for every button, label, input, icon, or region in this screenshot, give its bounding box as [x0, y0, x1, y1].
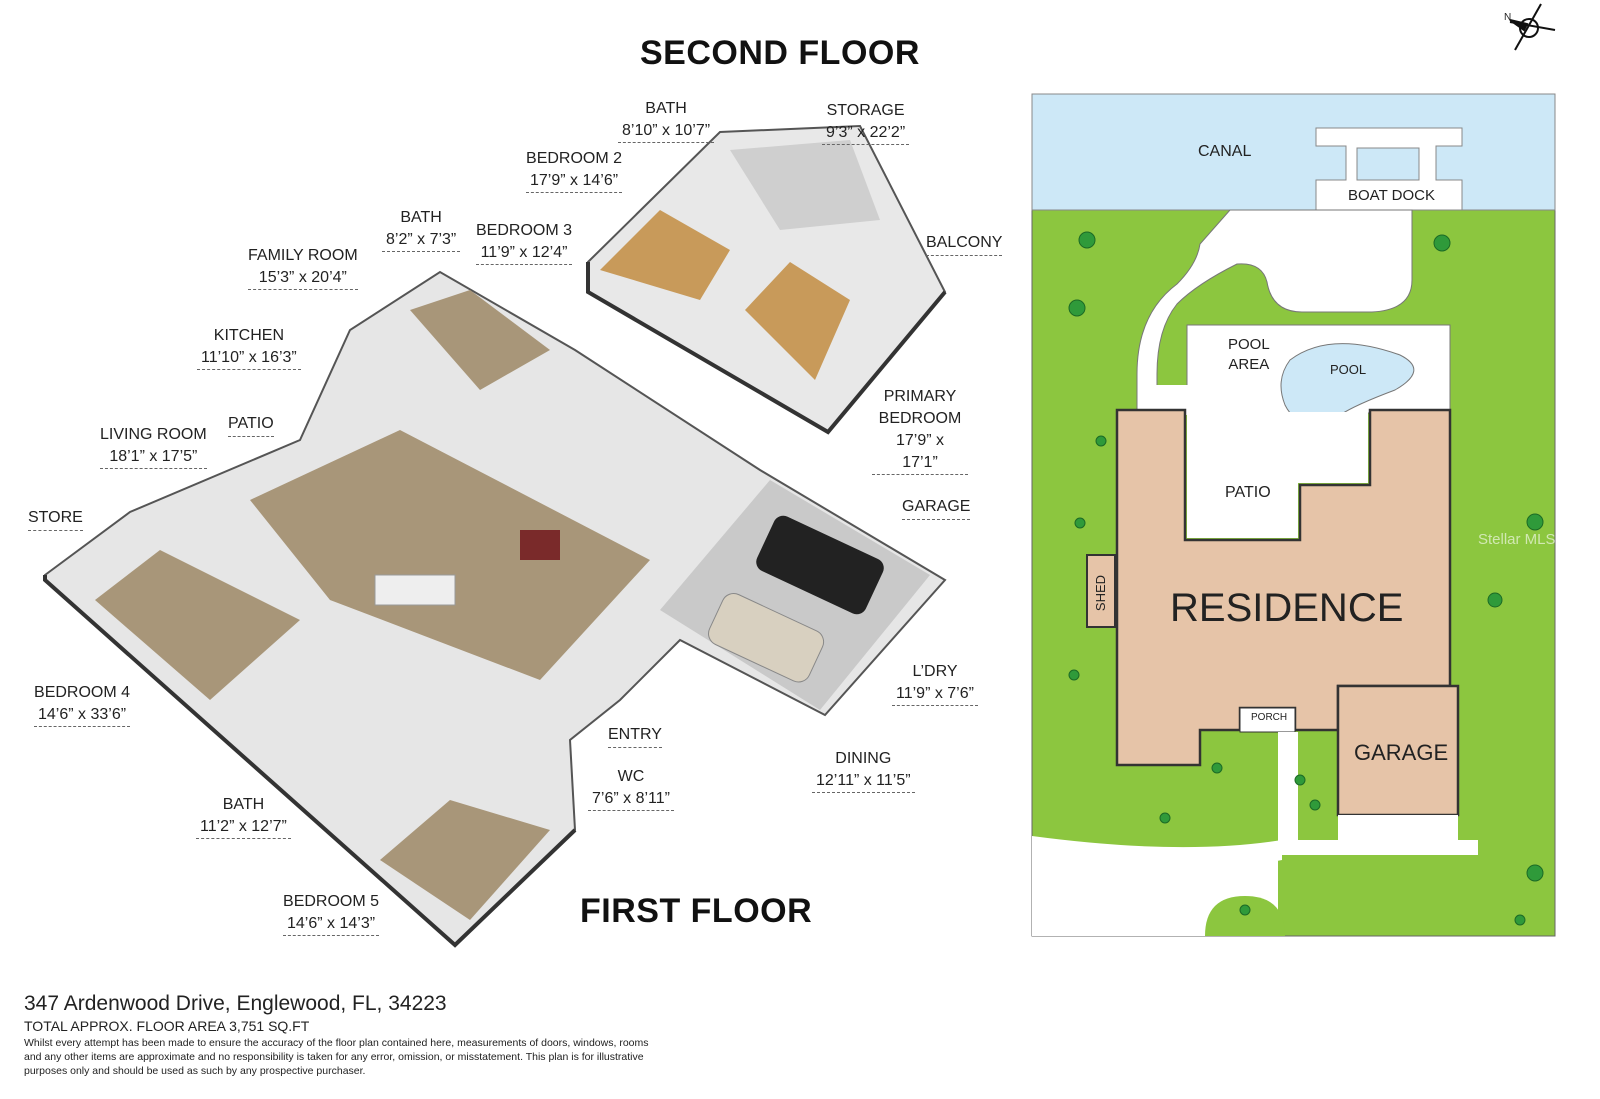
residence-label: RESIDENCE: [1170, 586, 1404, 630]
second-floor-plan: [586, 124, 947, 435]
second-floor-title: SECOND FLOOR: [640, 34, 920, 72]
compass-north-label: N: [1504, 12, 1512, 23]
porch-label: PORCH: [1251, 712, 1288, 723]
floor-area: TOTAL APPROX. FLOOR AREA 3,751 SQ.FT: [24, 1018, 310, 1034]
first-floor-plan: [43, 270, 947, 948]
boat-dock-label: BOAT DOCK: [1348, 187, 1435, 204]
patio-label: PATIO: [1225, 484, 1271, 501]
room-label: BALCONY: [926, 232, 1003, 256]
room-label: GARAGE: [902, 496, 971, 520]
canal-label: CANAL: [1198, 143, 1252, 160]
disclaimer: Whilst every attempt has been made to en…: [24, 1037, 649, 1077]
compass-icon: [1509, 3, 1556, 51]
shed-label: SHED: [1093, 574, 1109, 612]
address: 347 Ardenwood Drive, Englewood, FL, 3422…: [24, 992, 447, 1015]
watermark: Stellar MLS: [1478, 531, 1556, 548]
room-label: STORE: [28, 507, 83, 531]
floor-plan-3d: [43, 124, 947, 948]
room-label: PATIO: [228, 413, 274, 437]
trees: [1068, 231, 1544, 926]
pool-label: POOL: [1330, 362, 1367, 377]
first-floor-title: FIRST FLOOR: [580, 892, 813, 930]
garage-label: GARAGE: [1354, 740, 1449, 765]
room-label: ENTRY: [608, 724, 662, 748]
